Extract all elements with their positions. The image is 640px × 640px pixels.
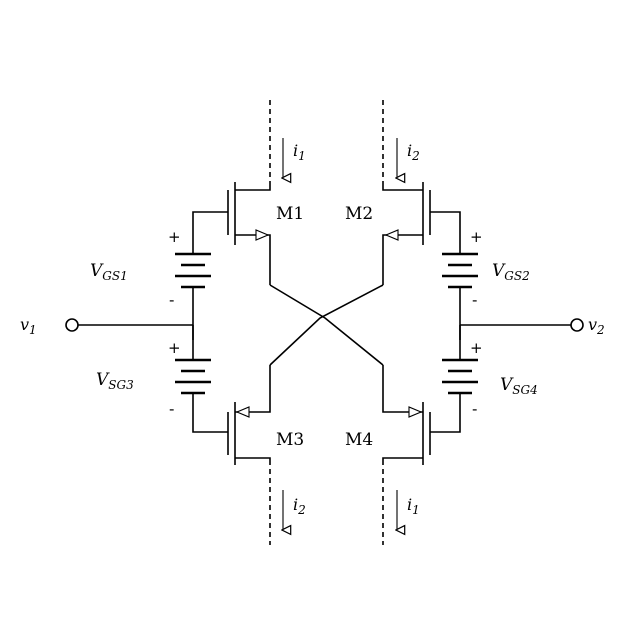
label-vgs2: VGS2	[492, 261, 530, 283]
vgs2-minus-sign: -	[472, 291, 477, 309]
vgs2-plus-sign: +	[470, 228, 483, 246]
label-i1-bottom: i1	[407, 495, 420, 517]
label-vsg4: VSG4	[500, 375, 538, 397]
label-vsg3: VSG3	[96, 370, 134, 392]
label-i2-top: i2	[407, 141, 420, 163]
source-vgs2	[442, 248, 478, 340]
transistor-m4	[382, 365, 461, 465]
label-i1-top: i1	[293, 141, 306, 163]
cross-coupling-wires	[269, 284, 384, 366]
source-vgs1	[175, 248, 211, 340]
label-vgs1: VGS1	[90, 261, 128, 283]
vsg3-plus-sign: +	[168, 339, 181, 357]
label-m3: M3	[276, 430, 304, 450]
label-v1: v1	[20, 315, 37, 337]
vsg3-minus-sign: -	[169, 400, 174, 418]
source-vsg4	[442, 325, 478, 400]
vgs1-minus-sign: -	[169, 291, 174, 309]
label-m1: M1	[276, 204, 304, 224]
vgs1-plus-sign: +	[168, 228, 181, 246]
label-m2: M2	[345, 204, 373, 224]
terminal-v2	[460, 318, 584, 332]
label-v2: v2	[588, 315, 605, 337]
label-m4: M4	[345, 430, 373, 450]
vsg4-plus-sign: +	[470, 339, 483, 357]
transistor-m3	[192, 365, 271, 465]
transistor-m1	[192, 182, 271, 285]
terminal-v1	[65, 318, 193, 332]
label-i2-bottom: i2	[293, 495, 306, 517]
vsg4-minus-sign: -	[472, 400, 477, 418]
transistor-m2	[382, 182, 461, 285]
source-vsg3	[175, 325, 211, 400]
